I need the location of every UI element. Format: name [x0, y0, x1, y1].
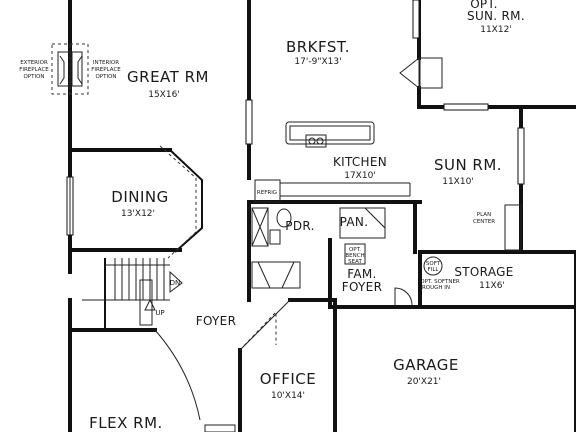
exterior-fireplace-2: FIREPLACE	[19, 67, 49, 73]
dining-label: DINING	[111, 188, 168, 206]
garage-door-swing	[394, 287, 413, 306]
opt-sun-rm-dims: 11X12'	[480, 25, 512, 35]
powder-room-fixtures	[251, 207, 292, 247]
brkfst-dims: 17'-9"X13'	[294, 57, 341, 67]
dining-dims: 13'X12'	[121, 209, 155, 219]
fam-foyer-label-2: FOYER	[342, 280, 382, 294]
kitchen-label: KITCHEN	[333, 155, 387, 169]
front-door	[204, 424, 236, 432]
great-rm-label: GREAT RM	[127, 68, 209, 86]
pdr-label: PDR.	[285, 219, 314, 233]
storage-label: STORAGE	[454, 265, 513, 279]
windows	[66, 0, 525, 236]
pan-label: PAN.	[340, 215, 369, 229]
annotations: EXTERIOR FIREPLACE OPTION INTERIOR FIREP…	[19, 60, 495, 317]
up-label: UP	[155, 309, 164, 317]
office-label: OFFICE	[260, 370, 316, 388]
opt-bench-2: BENCH	[345, 253, 364, 259]
garage-label: GARAGE	[393, 356, 459, 374]
sun-room-door	[399, 56, 443, 90]
garage-dims: 20'X21'	[407, 377, 441, 387]
sun-rm-label: SUN RM.	[434, 156, 502, 174]
staircase	[82, 258, 183, 326]
foyer-closet	[251, 261, 301, 289]
opt-bench-1: OPT.	[349, 247, 361, 253]
great-rm-dims: 15X16'	[148, 90, 180, 100]
plan-center-2: CENTER	[473, 219, 495, 225]
pantry-area	[339, 207, 386, 265]
brkfst-label: BRKFST.	[286, 38, 350, 56]
office-dims: 10'X14'	[271, 391, 305, 401]
plan-center-desk	[504, 204, 522, 251]
opt-sun-rm-label-2: SUN. RM.	[467, 9, 525, 23]
plan-center-1: PLAN	[477, 212, 491, 218]
exterior-fireplace-1: EXTERIOR	[20, 60, 48, 66]
opt-sun-rm-label-1: OPT.	[470, 0, 498, 11]
dining-bay	[159, 145, 203, 259]
kitchen-island	[285, 121, 375, 148]
dn-label: DN	[170, 279, 181, 287]
interior-fireplace-1: INTERIOR	[93, 60, 119, 66]
foyer-label: FOYER	[196, 314, 236, 328]
refrig-label: REFRIG	[257, 190, 277, 196]
kitchen-dims: 17X10'	[344, 171, 376, 181]
opt-softener-1: OPT. SOFTNER	[420, 279, 460, 285]
exterior-fireplace-3: OPTION	[23, 74, 44, 80]
opt-bench-3: SEAT	[348, 259, 362, 265]
sun-rm-dims: 11X10'	[442, 177, 474, 187]
flex-room-curve	[154, 329, 201, 421]
soft-fill-1: SOFT	[426, 261, 441, 267]
soft-fill-2: FILL	[428, 267, 440, 273]
opt-softener-2: ROUGH IN	[422, 285, 450, 291]
room-labels: OPT. SUN. RM. 11X12' BRKFST. 17'-9"X13' …	[89, 0, 525, 432]
kitchen-counter	[254, 179, 411, 203]
interior-fireplace-2: FIREPLACE	[91, 67, 121, 73]
interior-fireplace-3: OPTION	[95, 74, 116, 80]
soft-fill	[423, 256, 443, 276]
storage-dims: 11X6'	[479, 281, 505, 291]
fireplace-options	[51, 43, 89, 95]
flex-rm-label: FLEX RM.	[89, 414, 163, 432]
fam-foyer-label-1: FAM.	[347, 267, 376, 281]
office-entry	[239, 299, 291, 351]
